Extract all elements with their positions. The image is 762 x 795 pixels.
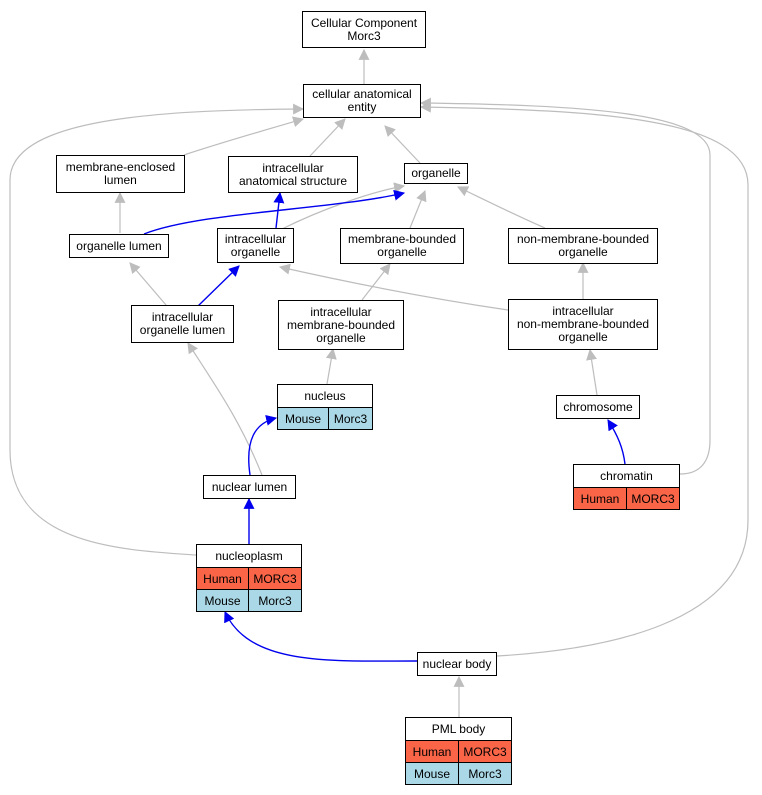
edge-imbo-mbo: [361, 263, 391, 301]
node-title: PML body: [406, 718, 511, 741]
node-chromosome[interactable]: chromosome: [556, 395, 640, 419]
species-cell: Human: [574, 488, 626, 509]
table-row: Human MORC3: [197, 568, 301, 590]
node-organelle[interactable]: organelle: [404, 163, 468, 184]
node-intracellular-non-membrane-bounded-organelle[interactable]: intracellular non-membrane-bounded organ…: [508, 299, 658, 350]
edge-nuclearbody-nucleoplasm: [224, 611, 418, 662]
edge-mbo-organelle: [409, 189, 427, 229]
table-row: Mouse Morc3: [406, 763, 511, 784]
edge-nuclearbody-cae: [419, 101, 749, 657]
table-row: Mouse Morc3: [278, 408, 372, 429]
node-intracellular-organelle[interactable]: intracellular organelle: [217, 228, 294, 263]
table-row: Mouse Morc3: [197, 590, 301, 611]
edge-nuclearlumen-nucleus: [248, 414, 278, 476]
node-intracellular-organelle-lumen[interactable]: intracellular organelle lumen: [131, 305, 234, 343]
grey-edges: [9, 48, 749, 717]
node-organelle-lumen[interactable]: organelle lumen: [69, 234, 169, 258]
node-non-membrane-bounded-organelle[interactable]: non-membrane-bounded organelle: [508, 228, 658, 264]
node-cellular-anatomical-entity[interactable]: cellular anatomical entity: [303, 84, 421, 118]
node-title: nucleoplasm: [197, 545, 301, 568]
edge-organelle-cae: [384, 125, 421, 164]
gene-cell: MORC3: [248, 568, 301, 589]
node-nucleus[interactable]: nucleus Mouse Morc3: [277, 384, 373, 430]
table-row: Human MORC3: [406, 741, 511, 763]
edge-iol-intorg: [197, 265, 240, 307]
edge-chromosome-inmbo: [586, 348, 598, 396]
edge-mel-cae: [183, 116, 305, 156]
edge-orglumen-organelle: [143, 189, 406, 235]
species-cell: Mouse: [278, 408, 328, 429]
node-nuclear-body[interactable]: nuclear body: [417, 652, 497, 676]
node-nucleoplasm[interactable]: nucleoplasm Human MORC3 Mouse Morc3: [196, 544, 302, 612]
gene-cell: Morc3: [248, 590, 301, 611]
edge-nucleus-imbo: [325, 347, 337, 385]
edge-nmbo-organelle: [457, 186, 546, 229]
edge-ias-cae: [309, 118, 346, 157]
node-membrane-enclosed-lumen[interactable]: membrane-enclosed lumen: [56, 155, 185, 193]
gene-cell: Morc3: [458, 763, 511, 784]
species-cell: Mouse: [197, 590, 248, 611]
node-title: chromatin: [574, 465, 679, 488]
edge-nuclearlumen-iol: [187, 342, 263, 476]
edge-iol-orglumen: [129, 262, 167, 306]
gene-cell: MORC3: [626, 488, 679, 509]
node-membrane-bounded-organelle[interactable]: membrane-bounded organelle: [340, 228, 464, 264]
gene-cell: Morc3: [328, 408, 372, 429]
gene-cell: MORC3: [458, 741, 511, 762]
table-row: Human MORC3: [574, 488, 679, 509]
node-cellular-component-morc3[interactable]: Cellular Component Morc3: [302, 11, 426, 48]
blue-edges: [143, 189, 626, 662]
node-pml-body[interactable]: PML body Human MORC3 Mouse Morc3: [405, 717, 512, 785]
edge-nucleoplasm-cae: [9, 103, 305, 556]
node-nuclear-lumen[interactable]: nuclear lumen: [203, 475, 296, 499]
edge-chromatin-chromosome: [607, 419, 626, 465]
node-intracellular-anatomical-structure[interactable]: intracellular anatomical structure: [228, 156, 358, 193]
node-chromatin[interactable]: chromatin Human MORC3: [573, 464, 680, 510]
node-intracellular-membrane-bounded-organelle[interactable]: intracellular membrane-bounded organelle: [278, 300, 404, 350]
species-cell: Human: [197, 568, 248, 589]
node-title: nucleus: [278, 385, 372, 408]
species-cell: Human: [406, 741, 458, 762]
edge-inmbo-intorg: [278, 263, 509, 311]
species-cell: Mouse: [406, 763, 458, 784]
